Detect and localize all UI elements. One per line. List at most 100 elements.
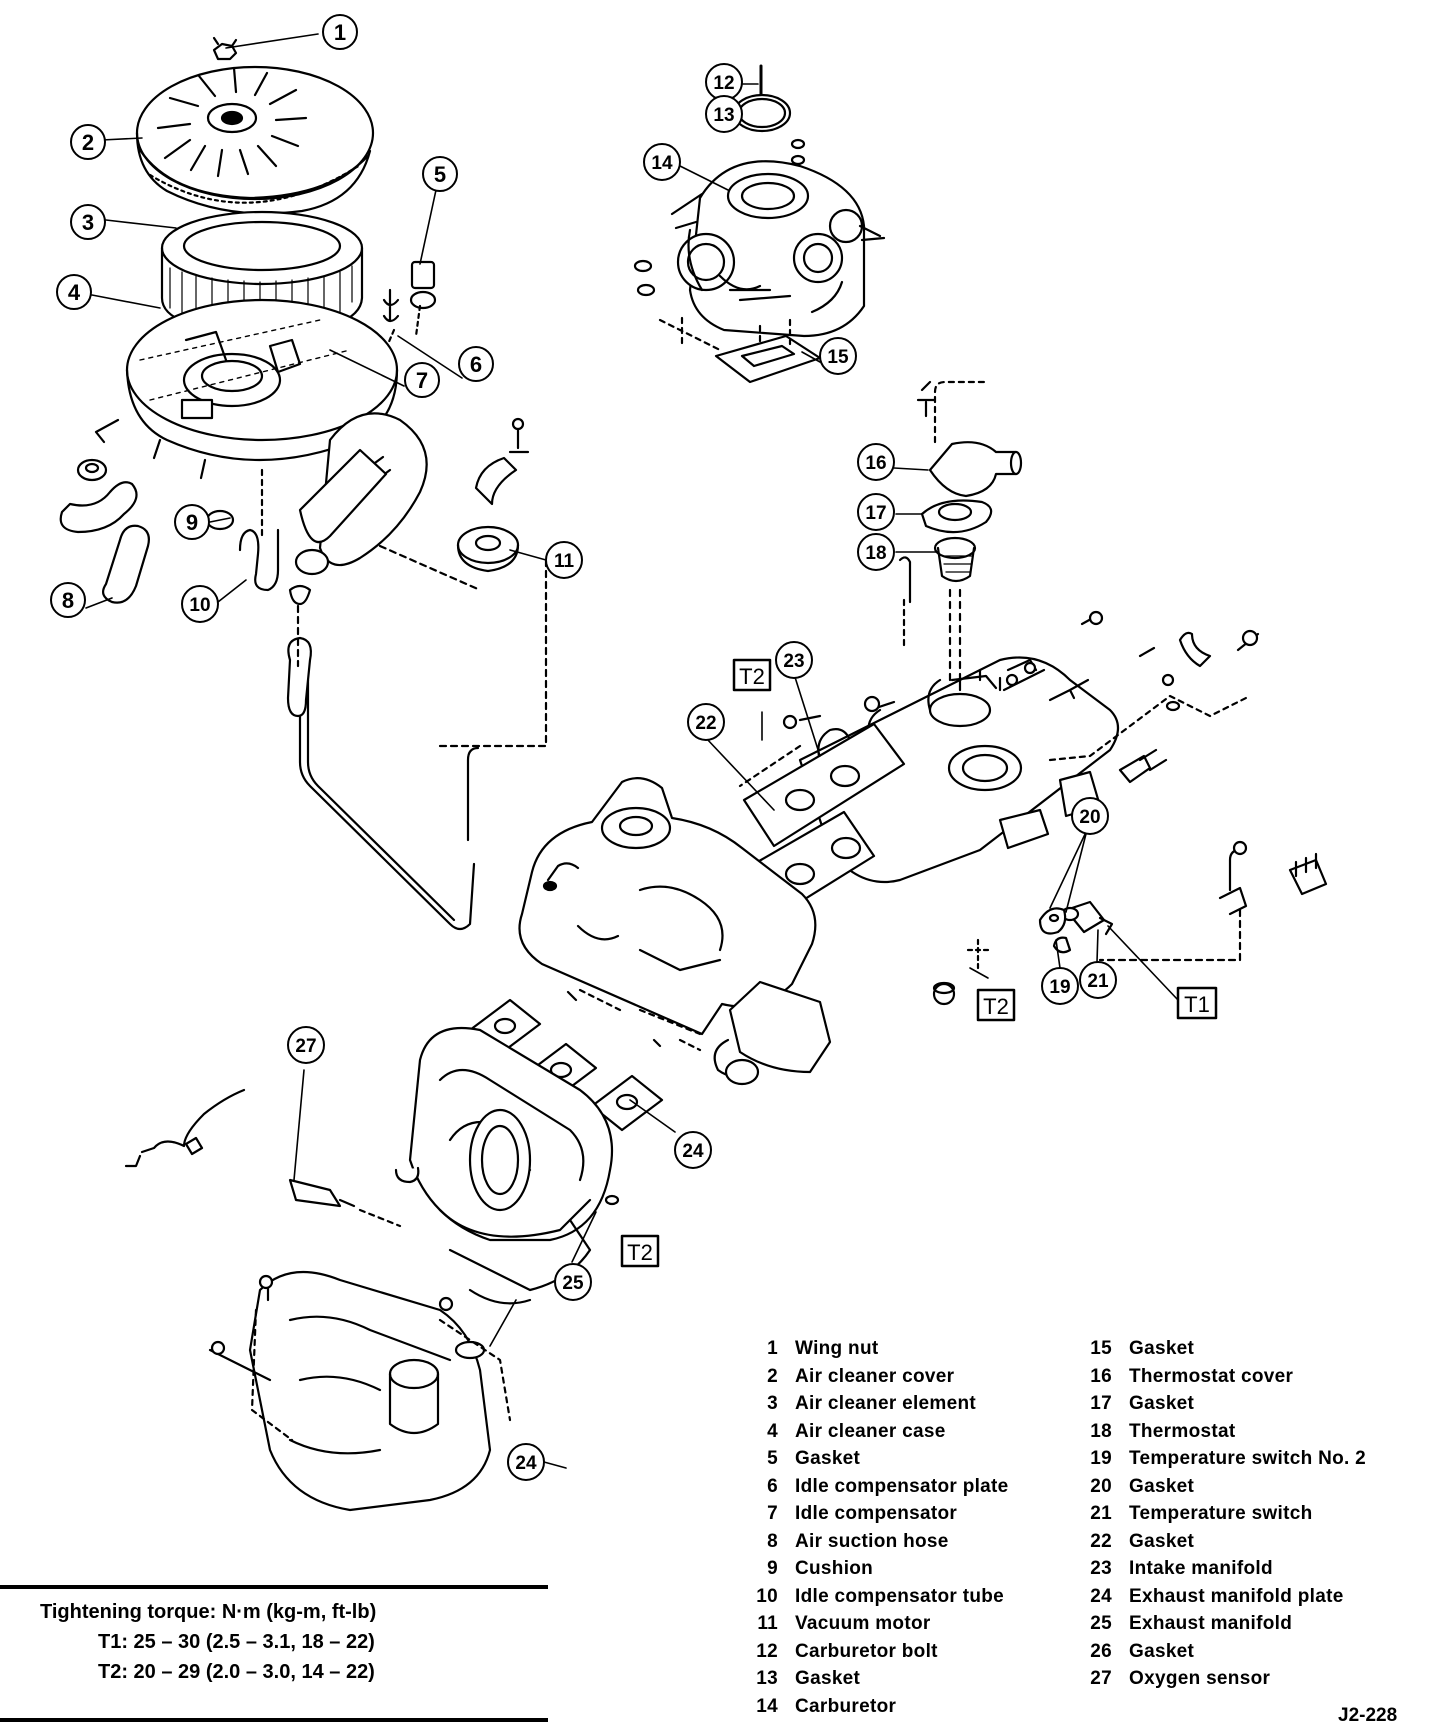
carburetor-assembly: [633, 64, 886, 384]
legend-item-number: 11: [757, 1613, 778, 1634]
legend-item-name: Exhaust manifold: [1129, 1613, 1293, 1634]
callout-21: 21: [1079, 961, 1117, 999]
svg-text:2: 2: [82, 130, 94, 155]
bolt-drawings: [782, 556, 1260, 784]
legend-item-number: 24: [1090, 1585, 1112, 1607]
callout-17: 17: [857, 493, 895, 531]
svg-text:19: 19: [1049, 977, 1070, 998]
callout-7: 7: [404, 362, 440, 398]
svg-text:8: 8: [62, 588, 74, 613]
legend-item-number: 22: [1090, 1530, 1112, 1552]
legend-item: 2 Air cleaner cover: [738, 1363, 1009, 1391]
svg-text:4: 4: [68, 280, 81, 305]
legend-item-number: 15: [1090, 1338, 1112, 1359]
legend-item-name: Temperature switch: [1129, 1503, 1313, 1524]
svg-text:T2: T2: [739, 664, 765, 689]
legend-item-name: Air cleaner cover: [795, 1365, 955, 1387]
wing-nut-drawing: [212, 36, 238, 61]
cylinder-head-drawing: [518, 777, 990, 1086]
torque-t1: T1: 25 – 30 (2.5 – 3.1, 18 – 22): [98, 1631, 375, 1653]
air-cleaner-cover-drawing: [135, 65, 375, 215]
gasket-17-drawing: [920, 499, 993, 534]
callout-14: 14: [643, 143, 681, 181]
intake-manifold-drawing: [798, 656, 1120, 884]
svg-text:20: 20: [1079, 807, 1100, 828]
svg-text:7: 7: [416, 368, 428, 393]
torque-rule-top: [0, 1585, 548, 1589]
idle-compensator-tube-drawing: [238, 468, 280, 592]
legend-item-number: 12: [756, 1640, 778, 1662]
legend-item-name: Gasket: [795, 1448, 861, 1469]
legend-item-name: Thermostat cover: [1129, 1365, 1294, 1387]
svg-text:21: 21: [1087, 971, 1109, 992]
svg-text:16: 16: [865, 453, 886, 474]
svg-text:24: 24: [515, 1453, 537, 1474]
legend-item-name: Gasket: [1129, 1640, 1195, 1662]
svg-text:3: 3: [82, 210, 94, 235]
callout-10: 10: [181, 585, 219, 623]
callout-12: 12: [705, 63, 743, 101]
legend-item-number: 9: [767, 1558, 778, 1579]
legend-item-name: Exhaust manifold plate: [1129, 1585, 1344, 1607]
svg-text:14: 14: [651, 153, 673, 174]
exhaust-manifold-assembly: [124, 998, 664, 1512]
intake-manifold-assembly: [518, 556, 1328, 1086]
callout-1: 1: [322, 14, 358, 50]
svg-text:5: 5: [434, 162, 446, 187]
svg-text:11: 11: [554, 551, 575, 572]
legend-item-number: 19: [1090, 1448, 1112, 1469]
legend-item-name: Idle compensator: [795, 1503, 958, 1524]
legend-item-number: 27: [1090, 1668, 1112, 1689]
svg-text:15: 15: [827, 347, 849, 368]
legend-item-number: 17: [1090, 1393, 1112, 1414]
legend-item-name: Oxygen sensor: [1129, 1668, 1271, 1689]
legend-item-number: 8: [767, 1530, 778, 1552]
svg-text:1: 1: [334, 20, 346, 45]
legend-item-number: 13: [756, 1668, 778, 1689]
gasket-13-drawing: [732, 93, 792, 133]
callout-11: 11: [545, 541, 583, 579]
svg-text:24: 24: [682, 1141, 704, 1162]
air-cleaner-assembly: [59, 36, 548, 931]
legend-item-number: 7: [767, 1503, 778, 1524]
legend-item-number: 26: [1090, 1640, 1112, 1662]
callout-27: 27: [287, 1026, 325, 1064]
callout-4: 4: [56, 274, 92, 310]
torque-tag-t2-intake: T2: [732, 658, 772, 692]
legend-item-number: 21: [1090, 1503, 1112, 1524]
callout-3: 3: [70, 204, 106, 240]
legend-item: 26 Gasket: [1072, 1638, 1366, 1666]
callout-20: 20: [1071, 797, 1109, 835]
torque-spec: Tightening torque: N·m (kg-m, ft-lb) T1:…: [40, 1597, 376, 1687]
legend-item-number: 20: [1090, 1475, 1112, 1497]
legend-item-number: 18: [1090, 1420, 1112, 1442]
callout-9: 9: [174, 504, 210, 540]
callout-15: 15: [819, 337, 857, 375]
legend-item-name: Carburetor: [795, 1695, 897, 1717]
legend-item: 7 Idle compensator: [738, 1500, 1009, 1528]
svg-text:23: 23: [783, 651, 804, 672]
svg-text:12: 12: [713, 73, 734, 94]
legend-item-number: 2: [767, 1365, 778, 1387]
callout-16: 16: [857, 443, 895, 481]
exhaust-manifold-plate-drawing: [208, 1270, 512, 1512]
callout-22: 22: [687, 703, 725, 741]
legend-item-number: 10: [756, 1585, 778, 1607]
callout-18: 18: [857, 533, 895, 571]
